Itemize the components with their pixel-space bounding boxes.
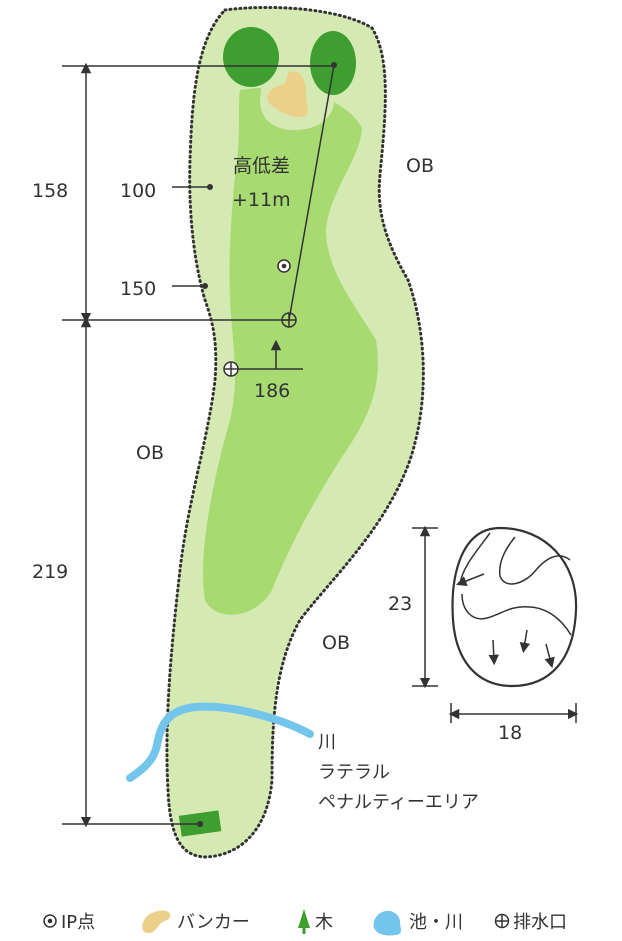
green-contour-1 bbox=[459, 532, 491, 585]
tree-icon bbox=[298, 909, 310, 934]
tree-left bbox=[223, 27, 279, 87]
ob-label-right: OB bbox=[406, 155, 434, 177]
green-depth-label: 23 bbox=[388, 593, 412, 615]
distance-lower: 219 bbox=[32, 561, 68, 583]
green-contour-3 bbox=[498, 536, 571, 585]
green-width-label: 18 bbox=[498, 722, 522, 744]
legend-water-label: 池・川 bbox=[409, 912, 463, 933]
green-detail bbox=[451, 526, 578, 688]
legend-bunker-label: バンカー bbox=[177, 912, 250, 933]
green-slope-arrow-3 bbox=[519, 629, 531, 654]
marker-186-label: 186 bbox=[254, 380, 290, 402]
hazard-line-1: 川 bbox=[318, 732, 336, 753]
green-slope-arrow-4 bbox=[544, 643, 555, 669]
marker-150-dot bbox=[202, 283, 208, 289]
hazard-line-3: ペナルティーエリア bbox=[318, 792, 479, 813]
pin-dot bbox=[331, 62, 337, 68]
legend: IP点 バンカー 木 池・川 排水口 bbox=[0, 900, 622, 941]
green-contour-2 bbox=[461, 593, 572, 636]
legend-tree: 木 bbox=[296, 906, 333, 936]
legend-drain-label: 排水口 bbox=[513, 912, 567, 933]
marker-100-dot bbox=[207, 184, 213, 190]
green-outline bbox=[451, 526, 578, 688]
ob-label-left: OB bbox=[136, 442, 164, 464]
fairway bbox=[202, 87, 378, 615]
legend-water: 池・川 bbox=[370, 906, 463, 936]
elevation-title: 高低差 bbox=[233, 155, 290, 177]
marker-100-label: 100 bbox=[120, 180, 156, 202]
legend-ip-label: IP点 bbox=[61, 912, 96, 933]
water-icon bbox=[373, 910, 401, 936]
ob-label-lower: OB bbox=[322, 632, 350, 654]
elevation-value: +11m bbox=[232, 189, 291, 211]
marker-150-label: 150 bbox=[120, 278, 156, 300]
ip-point-icon bbox=[277, 259, 291, 273]
distance-guides bbox=[62, 62, 336, 828]
bunker bbox=[267, 71, 308, 118]
green-slope-arrow-1 bbox=[456, 573, 485, 586]
drain-icon bbox=[494, 913, 510, 929]
tee-dot bbox=[197, 821, 203, 827]
bunker-icon bbox=[142, 910, 171, 934]
legend-bunker: バンカー bbox=[138, 906, 250, 936]
green-slope-arrow-2 bbox=[488, 639, 499, 666]
legend-drain: 排水口 bbox=[494, 906, 567, 936]
drain-icon-lower bbox=[223, 361, 239, 377]
distance-upper: 158 bbox=[32, 180, 68, 202]
hazard-line-2: ラテラル bbox=[318, 762, 390, 783]
ip-point-icon bbox=[43, 914, 57, 928]
green-dimensions bbox=[412, 525, 579, 723]
legend-ip: IP点 bbox=[42, 906, 95, 936]
legend-tree-label: 木 bbox=[315, 912, 333, 933]
river bbox=[126, 702, 314, 782]
drain-icon-upper bbox=[281, 312, 297, 328]
